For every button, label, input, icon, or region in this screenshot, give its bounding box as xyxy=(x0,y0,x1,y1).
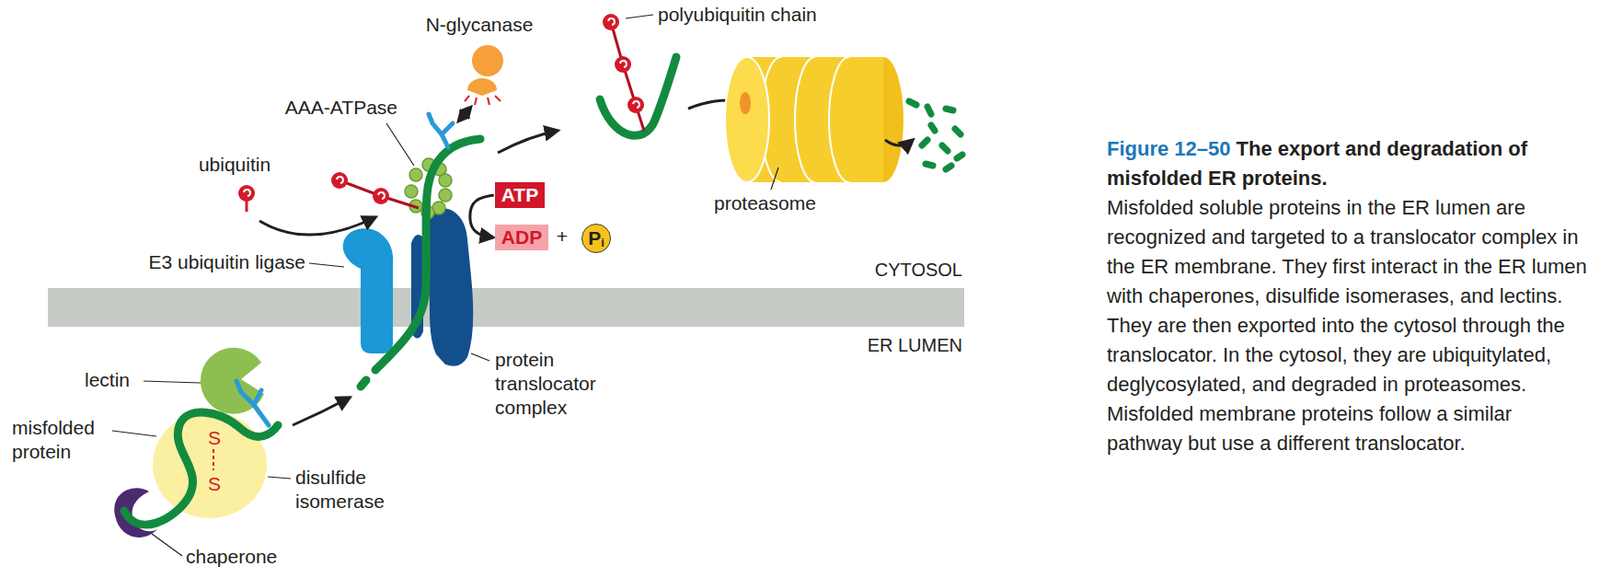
glycan xyxy=(441,123,453,135)
n-glycanase-shape xyxy=(464,95,470,102)
protein-chain xyxy=(124,412,278,525)
aaa-atpase-ring xyxy=(438,188,452,202)
leader-line xyxy=(112,14,779,556)
ubiquitin-symbol xyxy=(238,184,255,202)
peptide-fragments xyxy=(956,154,963,159)
ubiquitin-symbol xyxy=(614,56,632,73)
peptide-fragments xyxy=(921,139,928,146)
leader-line xyxy=(267,476,291,479)
glycan xyxy=(236,380,269,426)
figure-caption: Figure 12–50The export and degradation o… xyxy=(1106,134,1593,459)
disulfide-bond xyxy=(212,448,215,471)
n-glycanase-shape xyxy=(487,97,490,105)
aaa-atpase-ring xyxy=(409,168,423,182)
figure-number: Figure 12–50 xyxy=(1106,137,1232,161)
proteasome-shape xyxy=(828,57,850,183)
caption-body: Misfolded soluble proteins in the ER lum… xyxy=(1106,193,1593,459)
glycan xyxy=(428,114,453,148)
ubiquitin-symbol xyxy=(627,96,645,114)
n-glycanase-shape xyxy=(464,45,504,105)
ubiquitin-link xyxy=(339,180,419,208)
flow-arrow xyxy=(497,130,558,153)
proteasome-shape xyxy=(794,57,816,183)
peptide-fragments xyxy=(909,101,917,105)
part-label: AAA-ATPase xyxy=(285,95,398,120)
translocator-shape xyxy=(411,208,473,367)
proteasome-shape xyxy=(739,92,751,115)
aaa-atpase-ring xyxy=(438,173,452,187)
isomerase-shape xyxy=(152,411,267,518)
part-label: N-glycanase xyxy=(425,12,534,37)
flow-arrow xyxy=(292,397,350,426)
leader-line xyxy=(386,123,415,166)
peptide-fragments xyxy=(925,163,933,166)
protein-chain xyxy=(360,379,367,387)
peptide-fragments xyxy=(931,125,935,131)
reaction-arrow xyxy=(470,195,495,238)
caption-heading: Figure 12–50The export and degradation o… xyxy=(1106,134,1593,194)
leader-line xyxy=(625,14,654,19)
flow-arrow xyxy=(458,106,472,122)
energy-box: ATP xyxy=(494,182,545,208)
part-label: ubiquitin xyxy=(198,152,271,177)
leader-line xyxy=(309,263,345,267)
n-glycanase-shape xyxy=(464,95,501,105)
sulfur-label: S xyxy=(207,471,221,496)
protein-chain xyxy=(375,138,481,370)
translocator-shape xyxy=(428,208,473,367)
n-glycanase-shape xyxy=(471,45,504,77)
node-text: P xyxy=(587,227,601,250)
aaa-atpase-ring xyxy=(404,184,418,198)
peptide-fragments xyxy=(945,108,954,111)
leader-line xyxy=(471,353,490,361)
leader-line xyxy=(143,380,201,383)
peptide-fragments xyxy=(945,165,952,170)
glycan xyxy=(236,380,269,426)
ubiquitin-symbol xyxy=(372,187,390,205)
phosphate-circle: Pi xyxy=(581,223,611,254)
flow-arrow xyxy=(885,139,913,146)
flow-arrow xyxy=(259,217,376,235)
sulfur-label: S xyxy=(207,425,221,450)
lectin-shape xyxy=(200,347,265,415)
peptide-fragments xyxy=(955,128,961,135)
part-label: lectin xyxy=(84,368,130,392)
protein-chain xyxy=(599,57,677,136)
node-text: ADP xyxy=(501,226,542,249)
leader-line xyxy=(112,430,157,437)
peptide-fragments xyxy=(909,101,963,170)
peptide-fragments xyxy=(927,106,932,115)
energy-box: ADP xyxy=(494,224,549,251)
glycan xyxy=(253,390,262,405)
part-label: CYTOSOL xyxy=(874,257,963,282)
leader-line xyxy=(151,533,183,556)
proteasome-shape xyxy=(725,57,770,183)
part-label: chaperone xyxy=(185,544,277,569)
ubiquitin-symbol xyxy=(602,13,620,31)
ubiquitin-link xyxy=(610,22,645,131)
part-label: polyubiquitin chain xyxy=(657,2,818,27)
e3-ligase-shape xyxy=(343,228,393,354)
proteasome-shape xyxy=(760,57,850,183)
er-membrane xyxy=(47,287,965,327)
node-text: ATP xyxy=(501,184,539,207)
n-glycanase-shape xyxy=(467,78,497,96)
n-glycanase-shape xyxy=(474,97,477,105)
n-glycanase-shape xyxy=(494,95,501,102)
ubiquitin-symbol xyxy=(331,172,348,189)
peptide-fragments xyxy=(942,145,948,151)
part-label: disulfide isomerase xyxy=(295,465,402,514)
part-label: proteasome xyxy=(713,191,817,216)
node-text: i xyxy=(600,231,605,254)
part-label: + xyxy=(556,224,568,249)
leader-line xyxy=(771,167,779,190)
part-label: protein translocator complex xyxy=(494,347,624,420)
part-label: misfolded protein xyxy=(11,415,116,464)
part-label: E3 ubiquitin ligase xyxy=(149,250,306,275)
part-label: ER LUMEN xyxy=(867,333,963,357)
proteasome-shape xyxy=(725,57,904,183)
